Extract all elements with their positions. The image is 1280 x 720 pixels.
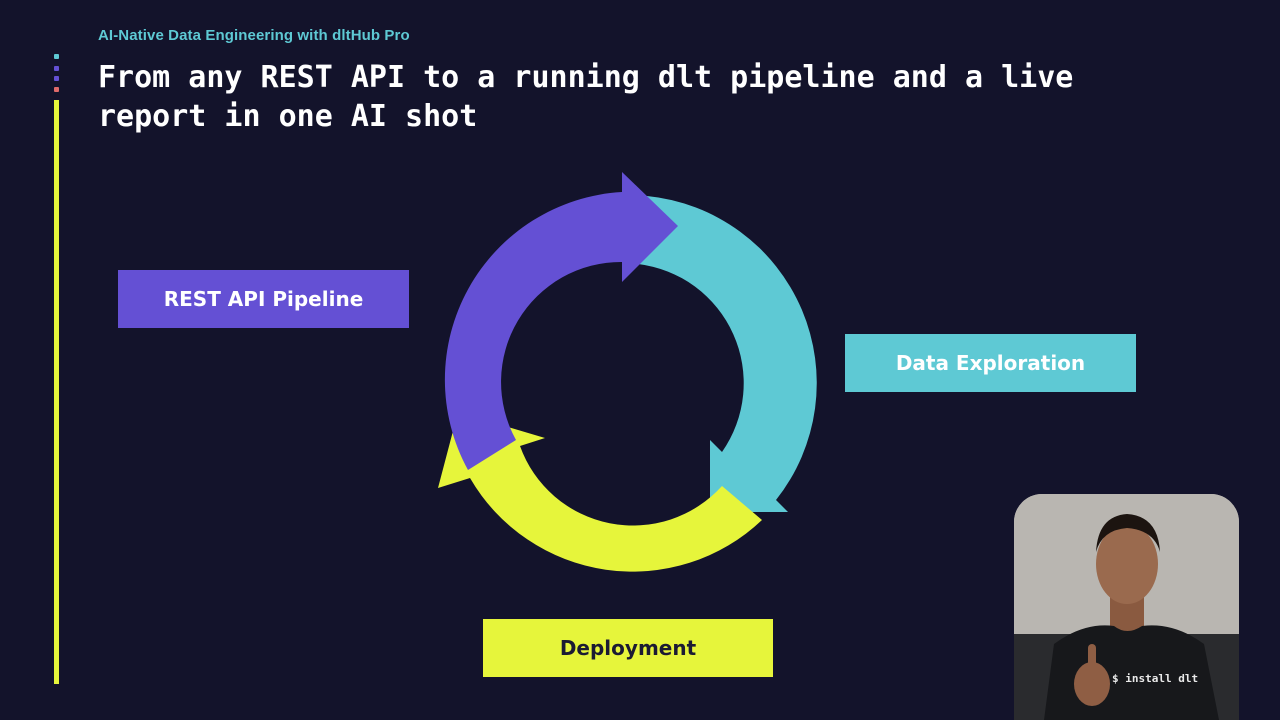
rail-dot-purple-2 xyxy=(54,76,59,81)
stage-rest-api-pipeline: REST API Pipeline xyxy=(118,270,409,328)
slide-headline: From any REST API to a running dlt pipel… xyxy=(98,60,1074,134)
rail-dot-red xyxy=(54,87,59,92)
presenter-video: $ install dlt xyxy=(1014,494,1239,720)
eyebrow-title: AI-Native Data Engineering with dltHub P… xyxy=(98,27,410,44)
rail-dot-purple xyxy=(54,66,59,71)
rail-dot-teal xyxy=(54,54,59,59)
accent-rail xyxy=(54,100,59,684)
cycle-arrow-exploration xyxy=(638,196,817,512)
shirt-text: $ install dlt xyxy=(1112,672,1199,685)
presenter-illustration xyxy=(1014,494,1239,720)
cycle-arrow-rest-api xyxy=(444,172,678,470)
cycle-arrow-deployment xyxy=(438,412,762,572)
stage-deployment: Deployment xyxy=(483,619,773,677)
stage-data-exploration: Data Exploration xyxy=(845,334,1136,392)
